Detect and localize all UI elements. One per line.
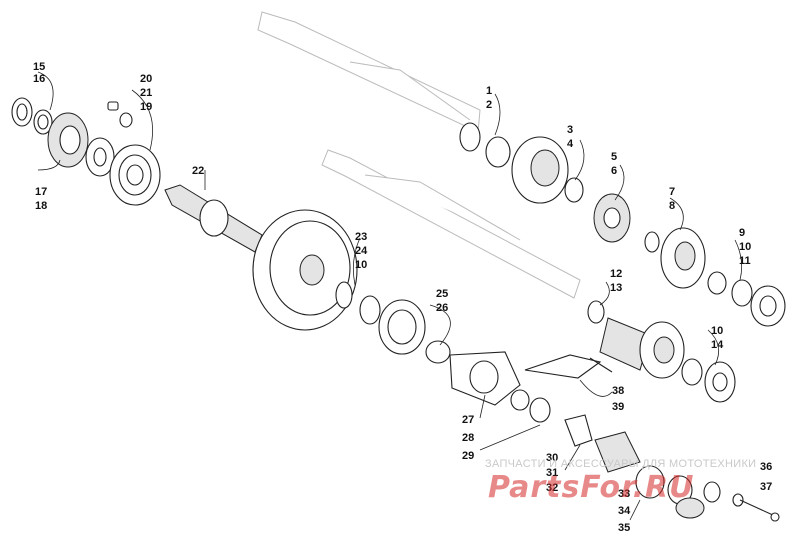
part-19-bearing [109, 144, 161, 206]
part-25-26-bearing [378, 299, 451, 364]
callout-11: 11 [739, 255, 751, 267]
callout-31: 31 [546, 467, 558, 479]
upper-shaft [257, 11, 481, 133]
callout-27: 27 [462, 414, 474, 426]
part-7-8-gear [644, 227, 706, 289]
callout-29: 29 [462, 450, 474, 462]
callout-6: 6 [611, 165, 617, 177]
watermark-logo: PartsFor.RU [488, 470, 695, 505]
callout-14: 14 [711, 339, 724, 351]
part-23-24-large-gear [252, 209, 358, 331]
callout-33: 33 [618, 488, 630, 500]
part-5-6-dog [593, 193, 631, 243]
callout-7: 7 [669, 186, 675, 198]
callout-38: 38 [612, 385, 624, 397]
part-33-37-seals [635, 465, 780, 522]
part-10-14-bearing [681, 358, 736, 403]
callout-10-b: 10 [739, 241, 751, 253]
callout-8: 8 [669, 200, 675, 212]
callout-37: 37 [760, 481, 772, 493]
callout-15: 15 [33, 61, 45, 73]
callout-28: 28 [462, 432, 474, 444]
part-12-13-gear [587, 300, 685, 379]
callout-35: 35 [618, 522, 630, 534]
watermark-subtitle: ЗАПЧАСТИ И АКСЕССУАРЫ ДЛЯ МОТОТЕХНИКИ [485, 458, 757, 470]
part-17-18-gear [47, 112, 89, 168]
callout-20: 20 [140, 73, 152, 85]
callout-17: 17 [35, 186, 47, 198]
callout-10-a: 10 [355, 259, 367, 271]
part-10-washer-a [335, 281, 381, 325]
callout-19: 19 [140, 101, 152, 113]
callout-1: 1 [486, 85, 492, 97]
callout-12: 12 [610, 268, 622, 280]
part-1-2-ring [459, 122, 511, 168]
part-3-4-gear [511, 136, 584, 204]
callout-18: 18 [35, 200, 47, 212]
callout-2: 2 [486, 99, 492, 111]
callout-26: 26 [436, 302, 448, 314]
callout-5: 5 [611, 151, 617, 163]
part-9-10-11-bearing [707, 271, 786, 327]
part-28-29-washers [510, 389, 551, 423]
callout-9: 9 [739, 227, 745, 239]
callout-13: 13 [610, 282, 622, 294]
callout-10-c: 10 [711, 325, 723, 337]
part-38-39-lever [524, 354, 613, 379]
callout-36: 36 [760, 461, 772, 473]
callout-32: 32 [546, 482, 558, 494]
callout-3: 3 [567, 124, 573, 136]
callout-23: 23 [355, 231, 367, 243]
callout-4: 4 [567, 138, 574, 150]
callout-25: 25 [436, 288, 448, 300]
part-impeller [594, 431, 641, 473]
part-washer [85, 137, 115, 177]
part-20-21-bolt [107, 101, 133, 128]
middle-shaft [321, 149, 581, 299]
callout-34: 34 [618, 505, 631, 517]
callout-30: 30 [546, 452, 558, 464]
callout-21: 21 [140, 87, 152, 99]
part-30-32-shaft [564, 414, 593, 447]
callout-22: 22 [192, 165, 204, 177]
leader-lines [37, 71, 743, 521]
callout-39: 39 [612, 401, 624, 413]
callout-24: 24 [355, 245, 368, 257]
callout-labels: 15 16 17 18 20 21 19 22 23 24 10 25 26 2… [33, 61, 772, 534]
callout-16: 16 [33, 73, 45, 85]
part-35-cover [675, 497, 705, 519]
part-22-shaft [164, 184, 263, 253]
part-27-housing [449, 351, 521, 406]
part-15-16-ring [11, 97, 53, 135]
